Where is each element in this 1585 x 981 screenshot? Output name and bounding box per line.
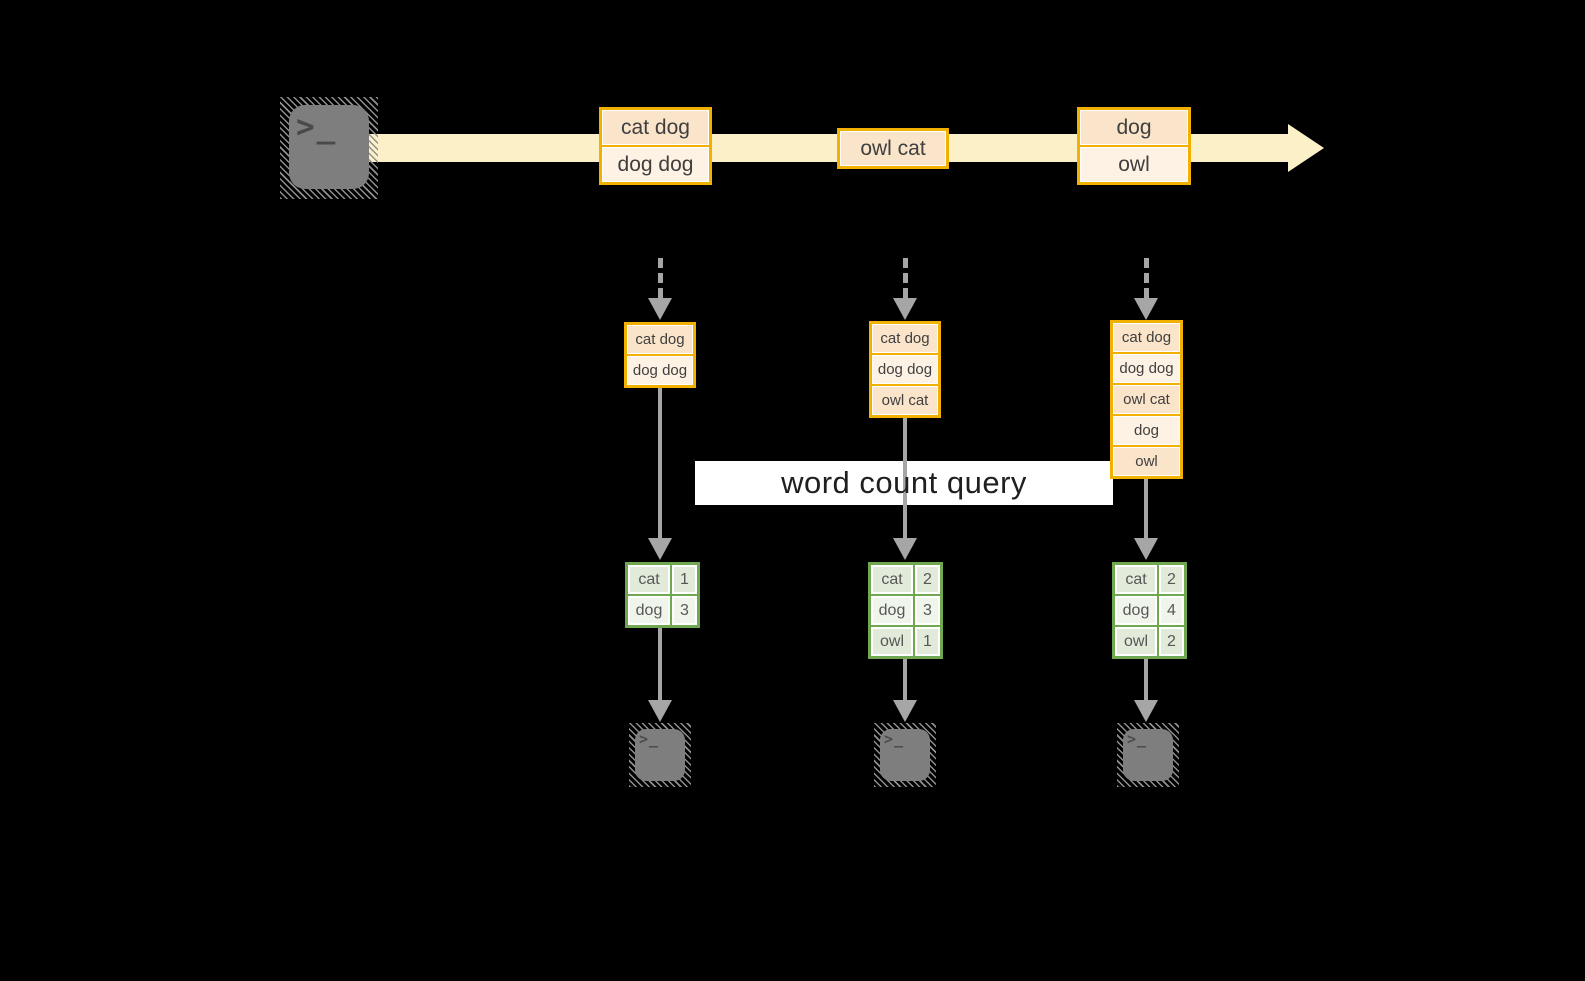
input-record: cat dog xyxy=(1113,323,1180,352)
count-cell: 4 xyxy=(1159,596,1184,625)
terminal-prompt-icon: >_ xyxy=(1127,730,1148,748)
output-arrow-3 xyxy=(1144,658,1148,700)
input-record: owl cat xyxy=(1113,385,1180,414)
dashed-arrow-1 xyxy=(658,258,663,298)
output-arrowhead-1-icon xyxy=(648,700,672,722)
query-arrowhead-2-icon xyxy=(893,538,917,560)
count-cell: 3 xyxy=(915,596,940,625)
terminal-screen xyxy=(1123,729,1173,781)
dashed-arrowhead-3-icon xyxy=(1134,298,1158,320)
accumulated-input-1: cat dog dog dog xyxy=(624,322,696,388)
word-count-table-3: cat 2 dog 4 owl 2 xyxy=(1112,562,1187,659)
query-arrowhead-1-icon xyxy=(648,538,672,560)
accumulated-input-3: cat dog dog dog owl cat dog owl xyxy=(1110,320,1183,479)
dashed-arrow-3 xyxy=(1144,258,1149,298)
count-cell: 2 xyxy=(1159,565,1184,594)
query-arrow-3 xyxy=(1144,479,1148,539)
word-cell: dog xyxy=(1115,596,1157,625)
dashed-arrowhead-1-icon xyxy=(648,298,672,320)
terminal-prompt-icon: >_ xyxy=(296,109,338,145)
stream-batch-1: cat dog dog dog xyxy=(599,107,712,185)
dashed-arrow-2 xyxy=(903,258,908,298)
output-arrow-2 xyxy=(903,658,907,700)
stream-timeline-arrowhead-icon xyxy=(1288,124,1324,172)
word-count-table-2: cat 2 dog 3 owl 1 xyxy=(868,562,943,659)
batch-record: dog xyxy=(1080,110,1188,145)
output-arrowhead-2-icon xyxy=(893,700,917,722)
batch-record: dog dog xyxy=(602,147,709,182)
input-record: dog dog xyxy=(872,355,938,384)
output-terminal-icon-2: >_ xyxy=(874,723,936,787)
word-cell: dog xyxy=(628,596,670,625)
batch-record: owl cat xyxy=(840,131,946,166)
count-cell: 1 xyxy=(672,565,697,594)
input-record: cat dog xyxy=(627,325,693,354)
stream-batch-3: dog owl xyxy=(1077,107,1191,185)
terminal-screen xyxy=(635,729,685,781)
output-arrowhead-3-icon xyxy=(1134,700,1158,722)
terminal-prompt-icon: >_ xyxy=(884,730,905,748)
terminal-screen xyxy=(880,729,930,781)
stream-batch-2: owl cat xyxy=(837,128,949,169)
terminal-prompt-icon: >_ xyxy=(639,730,660,748)
word-count-table-1: cat 1 dog 3 xyxy=(625,562,700,628)
input-record: dog xyxy=(1113,416,1180,445)
word-cell: cat xyxy=(871,565,913,594)
query-arrow-2 xyxy=(903,416,907,539)
terminal-screen xyxy=(289,105,369,189)
count-cell: 2 xyxy=(1159,627,1184,656)
word-cell: cat xyxy=(628,565,670,594)
output-terminal-icon-3: >_ xyxy=(1117,723,1179,787)
word-cell: owl xyxy=(1115,627,1157,656)
source-terminal-icon: >_ xyxy=(280,97,378,199)
count-cell: 2 xyxy=(915,565,940,594)
input-record: dog dog xyxy=(1113,354,1180,383)
dashed-arrowhead-2-icon xyxy=(893,298,917,320)
input-record: owl xyxy=(1113,447,1180,476)
query-arrowhead-3-icon xyxy=(1134,538,1158,560)
accumulated-input-2: cat dog dog dog owl cat xyxy=(869,321,941,418)
word-cell: owl xyxy=(871,627,913,656)
count-cell: 1 xyxy=(915,627,940,656)
input-record: cat dog xyxy=(872,324,938,353)
word-cell: dog xyxy=(871,596,913,625)
output-terminal-icon-1: >_ xyxy=(629,723,691,787)
count-cell: 3 xyxy=(672,596,697,625)
query-label: word count query xyxy=(781,465,1027,500)
batch-record: owl xyxy=(1080,147,1188,182)
input-record: dog dog xyxy=(627,356,693,385)
batch-record: cat dog xyxy=(602,110,709,145)
word-cell: cat xyxy=(1115,565,1157,594)
output-arrow-1 xyxy=(658,626,662,700)
query-arrow-1 xyxy=(658,386,662,539)
input-record: owl cat xyxy=(872,386,938,415)
